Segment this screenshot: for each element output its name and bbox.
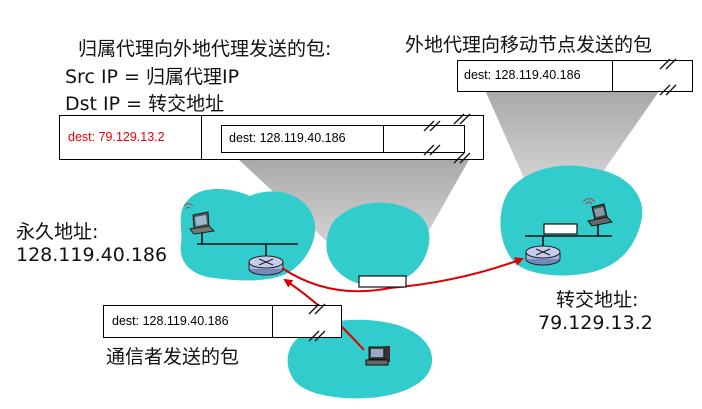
- inner-datagram: dest: 128.119.40.186: [221, 125, 465, 153]
- home-to-foreign-packet-title: 归属代理向外地代理发送的包:: [78, 38, 332, 60]
- foreign-to-mobile-packet-title: 外地代理向移动节点发送的包: [405, 34, 653, 56]
- care-of-address-value: 79.129.13.2: [538, 312, 653, 334]
- correspondent-dest-text: dest: 128.119.40.186: [112, 314, 229, 328]
- internet-network: [326, 202, 430, 286]
- encapsulated-packet: dest: 79.129.13.2 dest: 128.119.40.186: [59, 115, 484, 160]
- outer-dest-text: dest: 79.129.13.2: [68, 130, 165, 144]
- src-ip-line: Src IP = 归属代理IP: [65, 66, 240, 88]
- care-of-address-label: 转交地址:: [556, 289, 639, 311]
- correspondent-packet-label: 通信者发送的包: [106, 346, 240, 368]
- permanent-address-label: 永久地址:: [16, 221, 99, 243]
- home-to-foreign-arrow: [281, 257, 524, 293]
- in-transit-packet: [358, 275, 407, 288]
- foreign-router-icon: [525, 245, 561, 266]
- home-router-icon: [248, 255, 284, 276]
- permanent-address-value: 128.119.40.186: [16, 244, 168, 266]
- mobile-laptop-icon: [582, 198, 614, 227]
- outer-header-cell: [60, 116, 202, 159]
- foreign-to-mobile-header-cell: [458, 61, 613, 91]
- delivered-packet: [543, 223, 578, 235]
- foreign-to-mobile-packet: dest: 128.119.40.186: [457, 60, 693, 92]
- beam-foreign-to-mobile: [485, 90, 660, 226]
- inner-header-cell: [222, 126, 384, 152]
- home-laptop-icon: [183, 203, 216, 235]
- correspondent-packet: dest: 128.119.40.186: [103, 305, 342, 338]
- correspondent-computer-icon: [365, 346, 390, 366]
- correspondent-header-cell: [104, 306, 273, 337]
- inner-dest-text: dest: 128.119.40.186: [229, 131, 346, 145]
- home-network: [180, 189, 316, 281]
- dst-ip-line: Dst IP = 转交地址: [65, 93, 225, 115]
- foreign-to-mobile-dest-text: dest: 128.119.40.186: [464, 68, 581, 82]
